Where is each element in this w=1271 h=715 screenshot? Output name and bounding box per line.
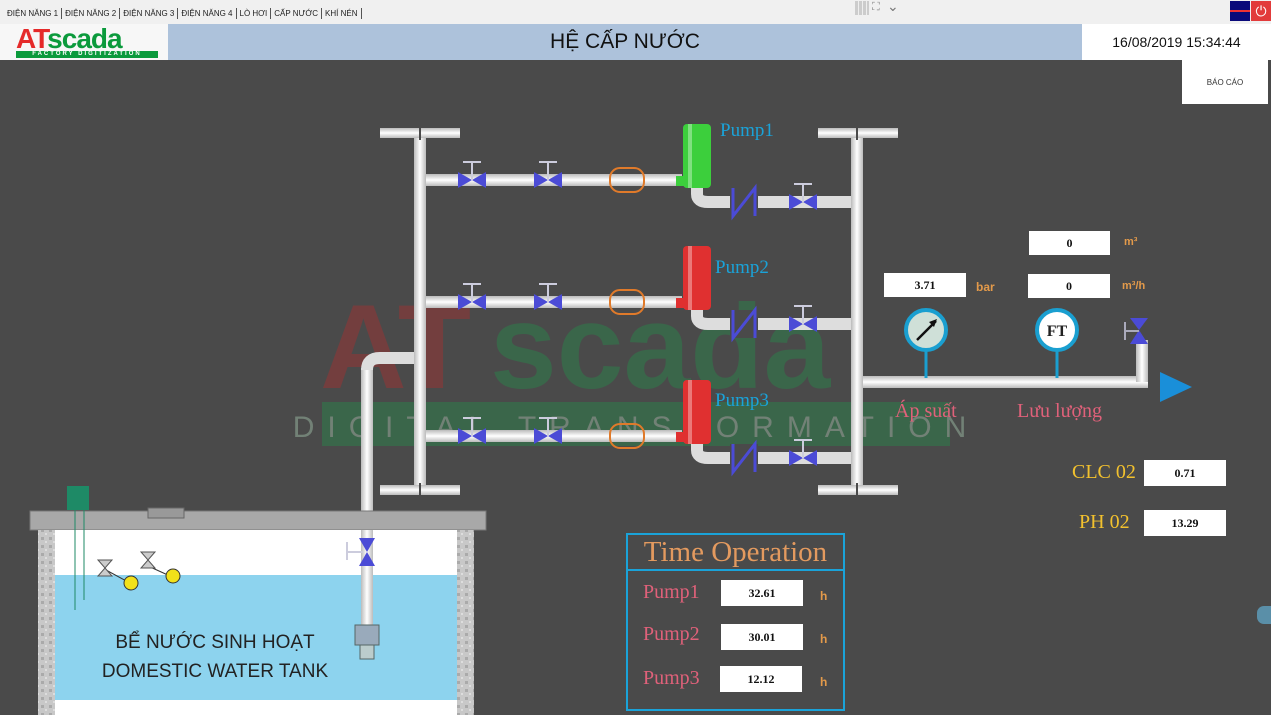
screen-tabs: ĐIỆN NĂNG 1 ĐIỆN NĂNG 2 ĐIỆN NĂNG 3 ĐIỆN… xyxy=(4,8,362,19)
tab-dien-nang-1[interactable]: ĐIỆN NĂNG 1 xyxy=(4,8,63,19)
top-toolbar xyxy=(0,0,1271,24)
tank-label-en: DOMESTIC WATER TANK xyxy=(101,661,329,682)
time-pump2-label: Pump2 xyxy=(643,623,700,645)
pump1-inlet-valve-1-icon xyxy=(458,161,486,188)
pump3-outlet-valve-icon xyxy=(789,439,817,466)
time-operation-panel: Time Operation xyxy=(626,533,845,711)
chevron-down-icon[interactable]: ⌄ xyxy=(887,0,899,14)
time-pump3-unit: h xyxy=(820,675,828,689)
pressure-label: Áp suất xyxy=(895,400,957,422)
outlet-valve-icon xyxy=(1124,318,1148,344)
pump1-inlet-valve-2-icon xyxy=(534,161,562,188)
pump2-check-valve-icon xyxy=(730,305,758,343)
page-title: HỆ CẤP NƯỚC xyxy=(168,24,1082,60)
flow-rate-unit: m³/h xyxy=(1122,280,1146,292)
flow-rate-value: 0 xyxy=(1028,274,1110,298)
flow-transmitter-icon xyxy=(1035,308,1079,352)
time-operation-title: Time Operation xyxy=(628,535,843,571)
pipe-headers xyxy=(361,126,898,533)
time-pump3-label: Pump3 xyxy=(643,667,700,689)
grid-icon[interactable] xyxy=(855,1,869,15)
flow-total-value: 0 xyxy=(1029,231,1110,255)
side-scroll-button[interactable] xyxy=(1257,606,1271,624)
pump2-icon xyxy=(676,246,711,310)
pump3-inlet-valve-2-icon xyxy=(534,417,562,444)
pressure-unit: bar xyxy=(976,280,995,294)
minimize-button[interactable] xyxy=(1230,1,1250,21)
time-pump1-label: Pump1 xyxy=(643,581,700,603)
pump1-flex-joint-icon xyxy=(609,167,645,193)
ph-label: PH 02 xyxy=(1079,511,1130,533)
clc-label: CLC 02 xyxy=(1072,461,1136,483)
pump3-label: Pump3 xyxy=(715,390,769,411)
tab-dien-nang-3[interactable]: ĐIỆN NĂNG 3 xyxy=(120,8,179,19)
flow-label: Lưu lượng xyxy=(1017,400,1103,422)
pump3-check-valve-icon xyxy=(730,439,758,477)
pump1-check-valve-icon xyxy=(730,183,758,221)
flow-sensor-label: FT xyxy=(1047,323,1068,340)
tab-dien-nang-4[interactable]: ĐIỆN NĂNG 4 xyxy=(178,8,237,19)
pump2-inlet-valve-1-icon xyxy=(458,283,486,310)
tab-lo-hoi[interactable]: LÒ HƠI xyxy=(237,8,272,19)
tab-khi-nen[interactable]: KHÍ NÉN xyxy=(321,8,362,19)
datetime-display: 16/08/2019 15:34:44 xyxy=(1082,24,1271,60)
atscada-logo: ATscada FACTORY DIGITIZATION xyxy=(0,24,168,60)
flow-total-unit: m³ xyxy=(1124,236,1138,248)
pressure-value: 3.71 xyxy=(884,273,966,297)
report-button[interactable]: BÁO CÁO xyxy=(1182,60,1268,104)
time-pump1-value: 32.61 xyxy=(721,580,803,606)
time-pump3-value: 12.12 xyxy=(720,666,802,692)
tank-label-vi: BỂ NƯỚC SINH HOẠT xyxy=(115,632,315,653)
pump2-flex-joint-icon xyxy=(609,289,645,315)
pump2-inlet-valve-2-icon xyxy=(534,283,562,310)
pump1-outlet-valve-icon xyxy=(789,183,817,210)
pump3-flex-joint-icon xyxy=(609,423,645,449)
tab-dien-nang-2[interactable]: ĐIỆN NĂNG 2 xyxy=(62,8,121,19)
pump1-icon xyxy=(676,124,711,188)
clc-value: 0.71 xyxy=(1144,460,1226,486)
time-pump1-unit: h xyxy=(820,589,828,603)
pump1-label: Pump1 xyxy=(720,120,774,141)
outlet-arrow-icon xyxy=(1160,372,1192,402)
ph-value: 13.29 xyxy=(1144,510,1226,536)
time-pump2-value: 30.01 xyxy=(721,624,803,650)
fullscreen-icon[interactable]: ⛶ xyxy=(872,1,880,13)
water-tank xyxy=(29,486,487,715)
power-button[interactable]: ⏻ xyxy=(1251,1,1271,21)
tab-cap-nuoc[interactable]: CẤP NƯỚC xyxy=(274,9,319,18)
pump3-icon xyxy=(676,380,711,444)
time-pump2-unit: h xyxy=(820,632,828,646)
pump2-outlet-valve-icon xyxy=(789,305,817,332)
pump2-label: Pump2 xyxy=(715,257,769,278)
pump3-inlet-valve-1-icon xyxy=(458,417,486,444)
